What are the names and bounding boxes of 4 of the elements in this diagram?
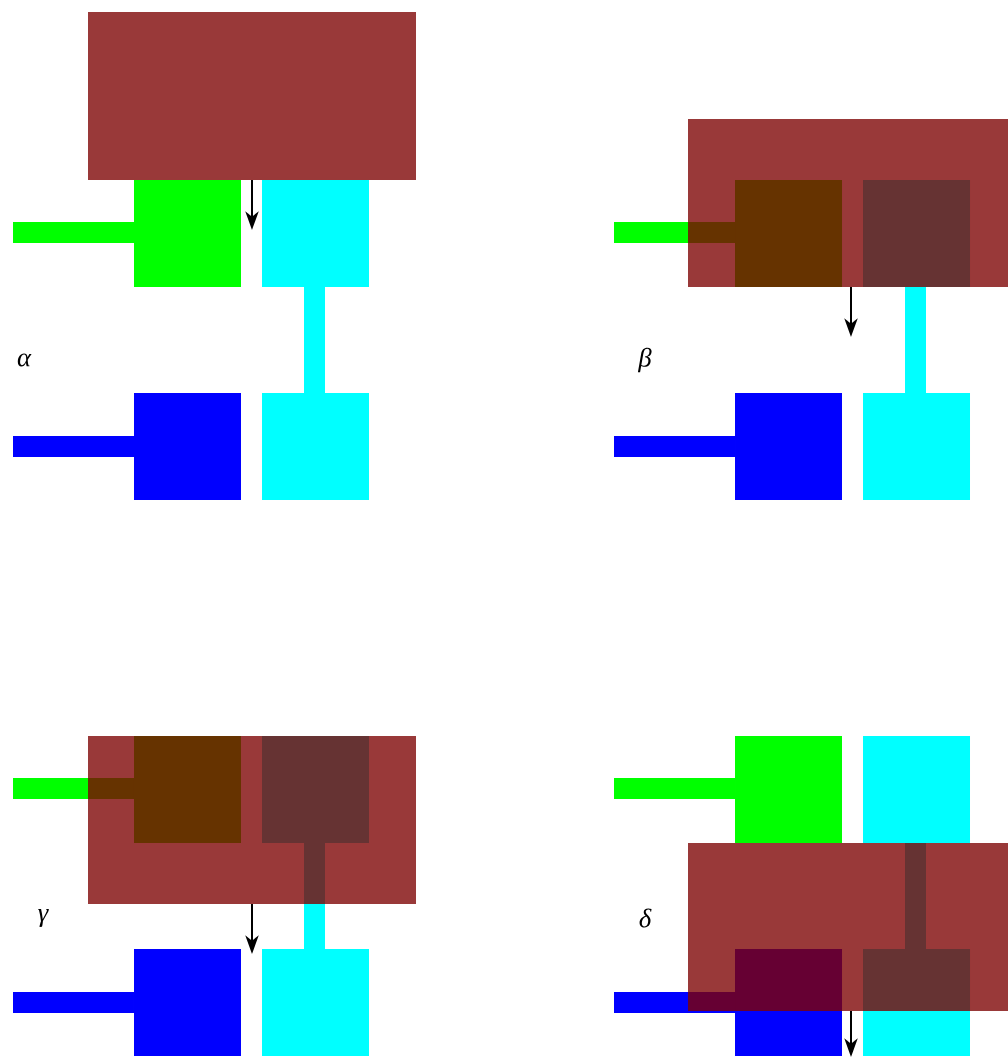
- panel-label: β: [637, 347, 652, 373]
- panel-label: γ: [38, 909, 49, 927]
- panel-label: δ: [639, 908, 652, 928]
- panel-label: α: [17, 353, 32, 367]
